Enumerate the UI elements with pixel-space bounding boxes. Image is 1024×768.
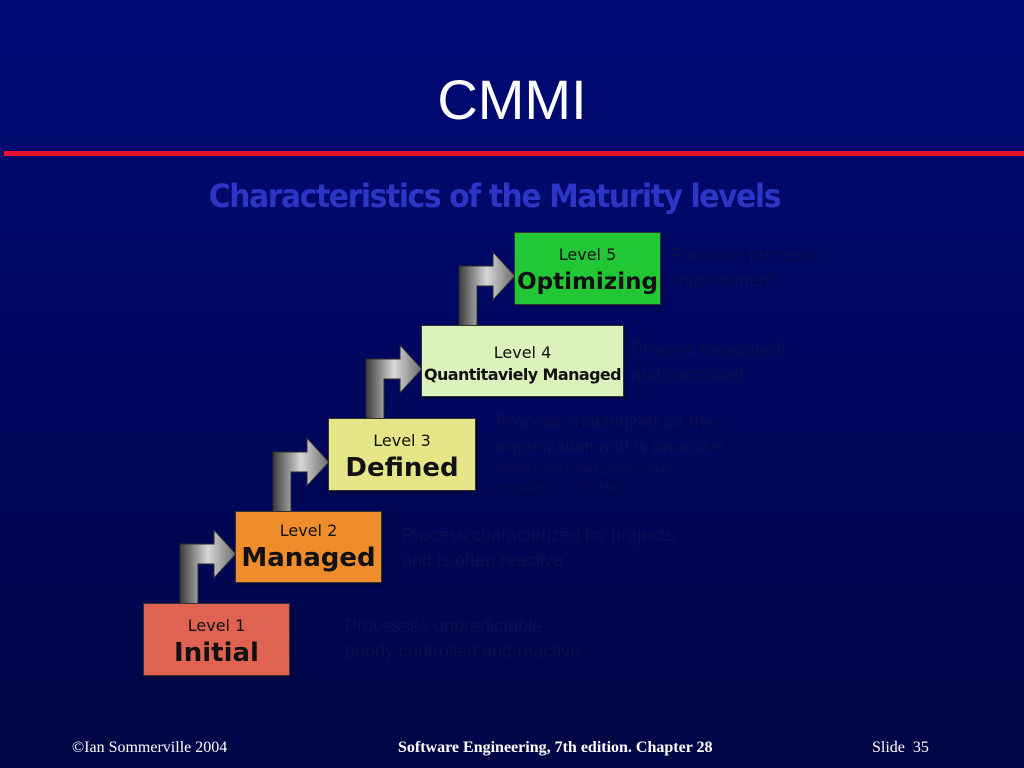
step-arrow-icon bbox=[365, 343, 423, 420]
level-number: Level 2 bbox=[279, 521, 338, 540]
description-line: Process characterized for projects bbox=[402, 525, 675, 545]
footer-copyright: ©Ian Sommerville 2004 bbox=[72, 739, 228, 756]
level-3-note: (Projects tailor their process from orga… bbox=[496, 461, 672, 495]
description-line: and controlled bbox=[631, 365, 745, 385]
description-line: Focus on process bbox=[670, 245, 813, 265]
level-2-description: Process characterized for projects and i… bbox=[402, 523, 674, 573]
level-2-box: Level 2 Managed bbox=[235, 511, 382, 583]
description-line: Processes unpredictable, bbox=[345, 616, 548, 636]
level-number: Level 3 bbox=[373, 431, 431, 450]
note-line: organization's standard) bbox=[496, 479, 624, 493]
level-1-box: Level 1 Initial bbox=[143, 603, 290, 676]
description-line: improvement bbox=[670, 270, 775, 290]
title-divider bbox=[4, 151, 1024, 156]
level-number: Level 1 bbox=[187, 616, 246, 635]
slide-title: CMMI bbox=[437, 68, 587, 131]
description-line: Process measured bbox=[631, 340, 782, 360]
level-name: Defined bbox=[345, 453, 459, 483]
step-arrow-icon bbox=[179, 528, 237, 605]
level-3-box: Level 3 Defined bbox=[328, 418, 476, 491]
description-line: organization and is proactive bbox=[496, 437, 726, 457]
level-name: Managed bbox=[241, 543, 376, 573]
description-line: and is often reactive bbox=[402, 550, 564, 570]
description-line: poorly controlled and reactive bbox=[345, 641, 581, 661]
level-name: Initial bbox=[174, 638, 259, 668]
level-name: Optimizing bbox=[517, 269, 658, 295]
level-3-description: Process chacterized for the organization… bbox=[496, 410, 725, 460]
level-1-description: Processes unpredictable, poorly controll… bbox=[345, 614, 580, 664]
level-name: Quantitaviely Managed bbox=[423, 365, 622, 384]
step-arrow-icon bbox=[458, 250, 516, 327]
level-5-description: Focus on process improvement bbox=[670, 243, 812, 293]
slide-subtitle: Characteristics of the Maturity levels bbox=[208, 177, 782, 215]
level-5-box: Level 5 Optimizing bbox=[514, 232, 661, 305]
level-number: Level 5 bbox=[558, 245, 617, 264]
footer-slide-number: Slide 35 bbox=[872, 739, 929, 756]
step-arrow-icon bbox=[272, 436, 330, 513]
level-4-description: Process measured and controlled bbox=[631, 338, 781, 388]
level-number: Level 4 bbox=[493, 343, 552, 362]
note-line: (Projects tailor their process from bbox=[496, 462, 673, 476]
description-line: Process chacterized for the bbox=[496, 412, 715, 432]
level-4-box: Level 4 Quantitaviely Managed bbox=[421, 325, 624, 397]
footer-book-title: Software Engineering, 7th edition. Chapt… bbox=[398, 739, 713, 756]
